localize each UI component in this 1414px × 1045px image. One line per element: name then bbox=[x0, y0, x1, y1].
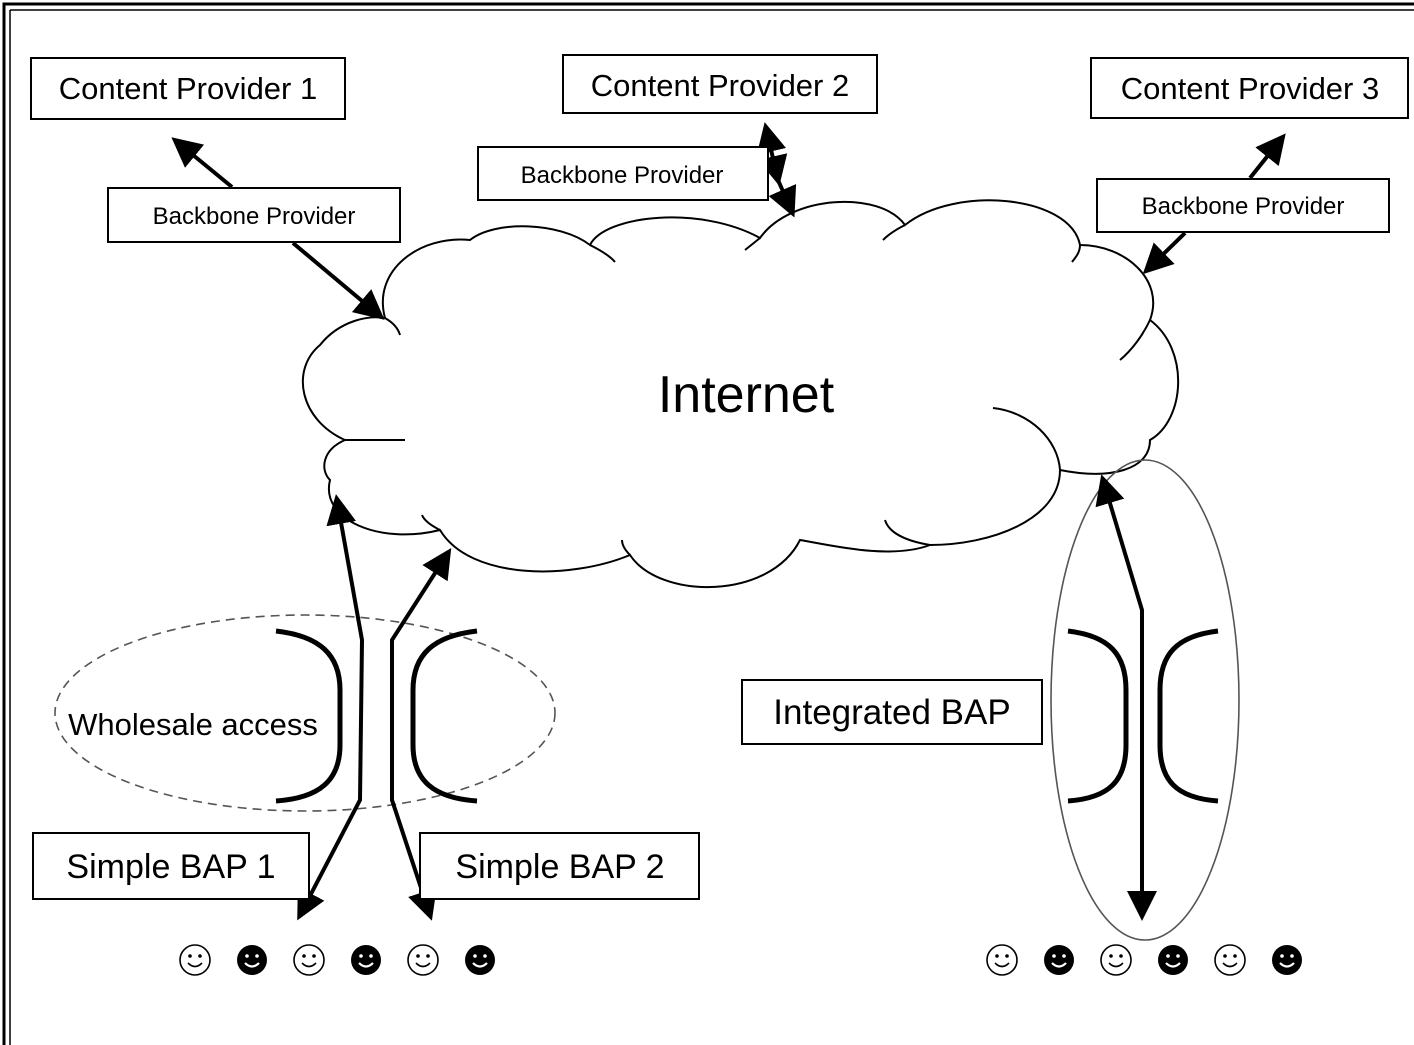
arrow-cp2-internet-lower bbox=[768, 179, 797, 218]
arrow-backbone3-internet bbox=[1142, 231, 1187, 275]
dark-smiley-icon bbox=[351, 945, 381, 975]
backbone-provider-2-label: Backbone Provider bbox=[521, 162, 724, 189]
arrow-simple-bap-1 bbox=[297, 494, 365, 921]
dark-smiley-icon bbox=[237, 945, 267, 975]
content-provider-1-box bbox=[30, 57, 346, 120]
light-smiley-icon bbox=[407, 944, 439, 976]
dark-smiley-icon bbox=[1158, 945, 1188, 975]
simple-bap-2-box bbox=[419, 832, 700, 900]
simple-bap-2-label: Simple BAP 2 bbox=[455, 848, 664, 886]
dark-smiley-icon bbox=[465, 945, 495, 975]
dark-smiley-icon bbox=[1272, 945, 1302, 975]
integrated-bap-box bbox=[741, 679, 1043, 745]
arrow-backbone3-cp3 bbox=[1248, 133, 1286, 180]
light-smiley-icon bbox=[179, 944, 211, 976]
arrow-simple-bap-2 bbox=[390, 547, 452, 921]
bracket-right-b bbox=[1157, 628, 1219, 804]
simple-bap-1-label: Simple BAP 1 bbox=[66, 848, 275, 886]
light-smiley-icon bbox=[986, 944, 1018, 976]
backbone-provider-1-box bbox=[107, 187, 401, 243]
simple-bap-1-box bbox=[32, 832, 310, 900]
content-provider-2-box bbox=[562, 54, 878, 114]
content-provider-1-label: Content Provider 1 bbox=[59, 71, 317, 106]
backbone-provider-1-label: Backbone Provider bbox=[153, 203, 356, 230]
integrated-bap-ellipse bbox=[1050, 459, 1240, 941]
backbone-provider-3-box bbox=[1096, 178, 1390, 233]
bracket-left-b bbox=[410, 628, 478, 804]
light-smiley-icon bbox=[293, 944, 325, 976]
dark-smiley-icon bbox=[1044, 945, 1074, 975]
content-provider-2-label: Content Provider 2 bbox=[591, 68, 849, 103]
light-smiley-icon bbox=[1100, 944, 1132, 976]
bracket-right-a bbox=[1067, 628, 1129, 804]
arrow-cp2-internet bbox=[756, 122, 788, 186]
wholesale-access-label: Wholesale access bbox=[68, 707, 318, 742]
arrow-integrated-bap bbox=[1095, 474, 1157, 921]
backbone-provider-3-label: Backbone Provider bbox=[1142, 193, 1345, 220]
content-provider-3-box bbox=[1090, 57, 1409, 119]
content-provider-3-label: Content Provider 3 bbox=[1121, 71, 1379, 106]
backbone-provider-2-box bbox=[477, 146, 769, 201]
arrow-cp1-backbone bbox=[171, 137, 234, 189]
arrow-backbone1-internet bbox=[291, 241, 385, 320]
light-smiley-icon bbox=[1214, 944, 1246, 976]
user-faces-right bbox=[986, 944, 1302, 976]
internet-cloud: Internet bbox=[301, 199, 1180, 588]
integrated-bap-label: Integrated BAP bbox=[773, 693, 1010, 732]
internet-label: Internet bbox=[658, 366, 835, 424]
user-faces-left bbox=[179, 944, 495, 976]
